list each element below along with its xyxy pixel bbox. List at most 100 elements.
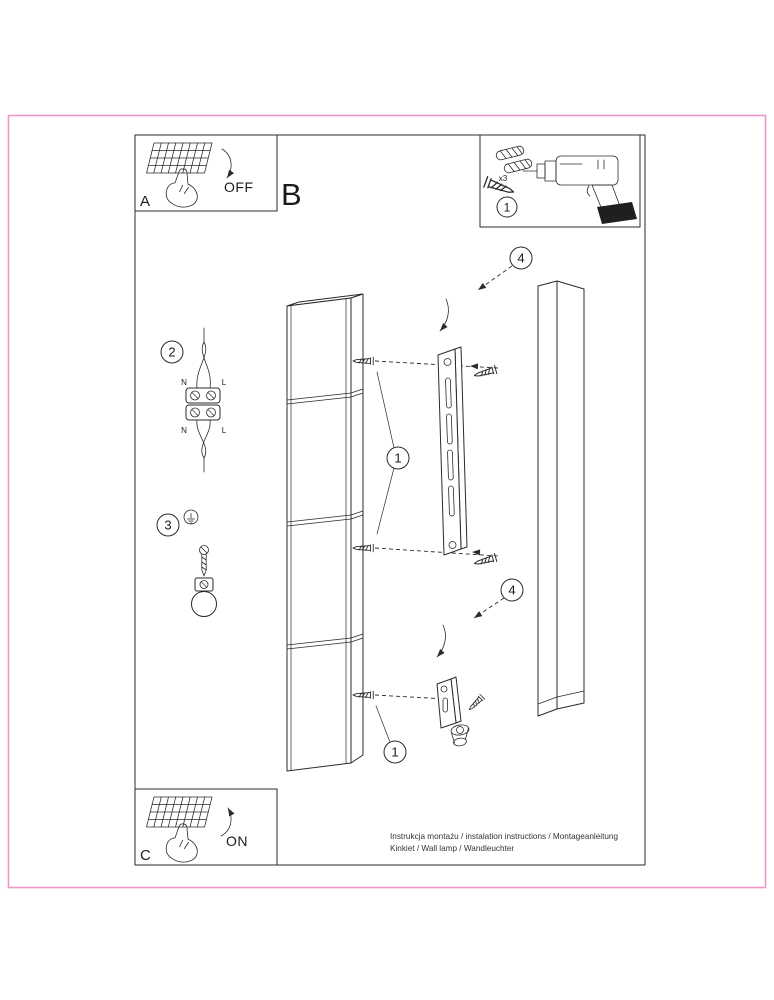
earth-glyph xyxy=(187,513,195,524)
section-c-label: C xyxy=(140,847,151,864)
lamp-socket-icon xyxy=(450,724,470,747)
drill-collar xyxy=(544,160,557,182)
screw-shaft xyxy=(201,553,207,577)
socket-hole xyxy=(456,726,464,734)
on-arrowhead-icon xyxy=(228,808,235,817)
earth-symbol-icon xyxy=(183,509,199,525)
bracket-slot xyxy=(445,377,452,409)
hand-icon xyxy=(165,168,198,208)
step-2-badge-label: 2 xyxy=(168,345,175,360)
socket-top xyxy=(450,724,470,736)
leader-arrowhead-icon xyxy=(472,549,481,556)
panel-edge-lines xyxy=(290,298,347,771)
step-4-badge-label: 4 xyxy=(517,251,524,266)
label-n-top: N xyxy=(181,378,187,387)
step-4-badge xyxy=(500,578,524,602)
earth-step: 3 xyxy=(156,509,217,617)
wire-cross-d xyxy=(201,419,211,459)
label-n-bottom: N xyxy=(181,426,187,435)
hand-icon xyxy=(165,823,198,863)
curved-arrowhead-icon xyxy=(437,649,445,657)
callout-1-leader-lines xyxy=(376,371,395,535)
clamp-ring xyxy=(191,591,217,617)
step-3-badge-label: 3 xyxy=(164,518,171,533)
section-a-label: A xyxy=(140,193,150,210)
panel-side-face xyxy=(350,293,364,764)
bracket-hole-top xyxy=(443,358,452,366)
panel-divider xyxy=(286,388,364,405)
wiring-step: 2 N L N L xyxy=(160,327,227,473)
screw-slot xyxy=(200,546,208,554)
section-a-frame xyxy=(134,134,278,212)
hand-outline xyxy=(165,823,198,863)
drill-chuck xyxy=(536,163,546,179)
profile-cover xyxy=(537,280,585,717)
section-b-label: B xyxy=(281,177,302,212)
step-3-badge xyxy=(156,513,180,537)
footer-line1: Instrukcja montażu / instalation instruc… xyxy=(390,832,618,841)
hook-arrow-icon xyxy=(474,611,483,618)
off-label: OFF xyxy=(224,179,254,195)
drill-trigger xyxy=(586,185,591,197)
step-1-badge xyxy=(383,740,407,764)
parts-box: x3 1 xyxy=(479,134,641,228)
wall-anchor-icon xyxy=(502,157,534,175)
bracket-slot xyxy=(448,485,455,517)
step-1-badge xyxy=(496,196,518,218)
profile-top-edge xyxy=(537,280,585,290)
profile-vertical-edges xyxy=(537,280,585,717)
panel-dividers xyxy=(286,388,364,650)
panel-divider xyxy=(286,510,364,527)
screw-head xyxy=(199,545,209,555)
wire-cross-c xyxy=(196,419,207,459)
bracket-front-face xyxy=(437,348,462,556)
drill-body xyxy=(555,155,619,186)
wall-anchor-icon xyxy=(494,144,526,162)
step-2-badge xyxy=(160,340,184,364)
terminal-screw xyxy=(190,407,200,418)
hand-knuckles xyxy=(179,184,189,195)
light-switch-icon xyxy=(146,142,213,174)
step-4-badge-label: 4 xyxy=(508,583,515,598)
label-l-top: L xyxy=(222,378,227,387)
step-1-badge-label: 1 xyxy=(504,201,511,215)
leader-line-top-screw xyxy=(374,360,499,369)
lower-bracket xyxy=(436,676,462,729)
terminal-block-icon xyxy=(185,387,221,421)
leader-line-bottom-screw xyxy=(374,694,447,700)
bracket-hole-top xyxy=(440,685,448,693)
step-4-badge xyxy=(509,246,533,270)
terminal-block-top xyxy=(185,387,221,404)
curved-arrowhead-icon xyxy=(440,323,448,331)
switch-grid-horizontal xyxy=(147,150,211,166)
hand-knuckles xyxy=(179,839,189,850)
bracket-hole-bottom xyxy=(448,541,457,549)
terminal-block-bottom xyxy=(185,404,221,421)
terminal-screw xyxy=(206,407,216,418)
bracket-slot xyxy=(447,449,454,481)
section-b-frame xyxy=(134,134,646,866)
callout-1-leader-line xyxy=(375,705,391,743)
step-1-badge xyxy=(386,446,410,470)
section-c-panel: C ON xyxy=(134,788,278,866)
profile-end-seam xyxy=(537,690,585,705)
off-arrowhead-icon xyxy=(227,169,235,178)
light-switch-icon xyxy=(146,796,213,828)
terminal-screw xyxy=(190,390,200,401)
sheet-border xyxy=(7,114,767,889)
parts-box-frame xyxy=(479,134,641,228)
bracket-slot xyxy=(446,413,453,445)
step-1-badge-label: 1 xyxy=(394,451,401,466)
wire-splice-icon xyxy=(196,327,211,473)
bracket-slot xyxy=(442,697,448,713)
panel-front-face xyxy=(286,297,352,772)
socket-bottom xyxy=(453,737,467,747)
footer-line2: Kinkiet / Wall lamp / Wandleuchter xyxy=(390,844,514,853)
drill-battery xyxy=(597,202,637,224)
mounting-bracket xyxy=(437,346,468,556)
bracket-screw-icon xyxy=(472,553,498,569)
on-label: ON xyxy=(226,833,248,849)
section-c-frame xyxy=(134,788,278,866)
